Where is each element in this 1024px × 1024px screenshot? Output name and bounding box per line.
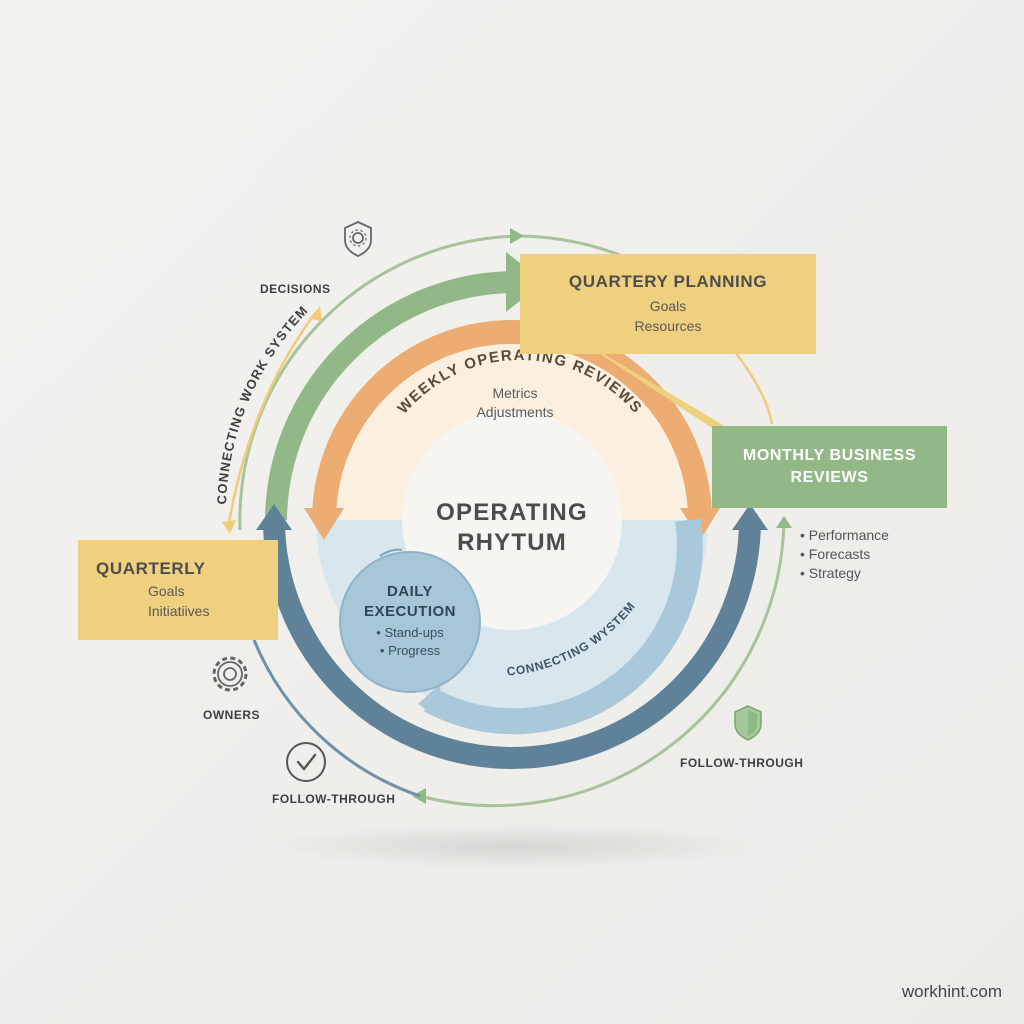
outer-guide-arc-lower-left	[252, 639, 421, 798]
outer-guide-arc-lower-right	[419, 519, 786, 808]
yellow-connector-arrowhead-bottom	[222, 520, 236, 534]
weekly-orange-arc	[312, 320, 712, 521]
check-circle-icon	[286, 742, 326, 782]
yellow-connector-arrowhead-top	[310, 306, 322, 322]
shield-gear-icon	[344, 221, 372, 257]
weekly-arrowhead-left	[304, 508, 344, 540]
blue-arc-arrowhead-left	[256, 504, 292, 530]
blue-arc-arrowhead-right	[732, 504, 768, 530]
yellow-connector-left	[226, 311, 318, 529]
ground-shadow	[262, 824, 762, 868]
daily-execution-swirl	[379, 548, 403, 557]
outer-guide-arrowhead-top	[510, 228, 524, 244]
gear-icon	[212, 656, 248, 692]
green-arc	[265, 271, 513, 521]
outer-guide-arrowhead-right	[776, 516, 792, 528]
yellow-connector-right	[734, 351, 774, 425]
connecting-inner-arrowhead	[418, 684, 442, 720]
blue-arc	[263, 519, 761, 769]
shield-icon	[734, 705, 762, 741]
outer-guide-arc-upper-left	[238, 234, 521, 531]
daily-execution-circle	[339, 551, 481, 693]
connecting-inner-arc	[423, 518, 703, 735]
